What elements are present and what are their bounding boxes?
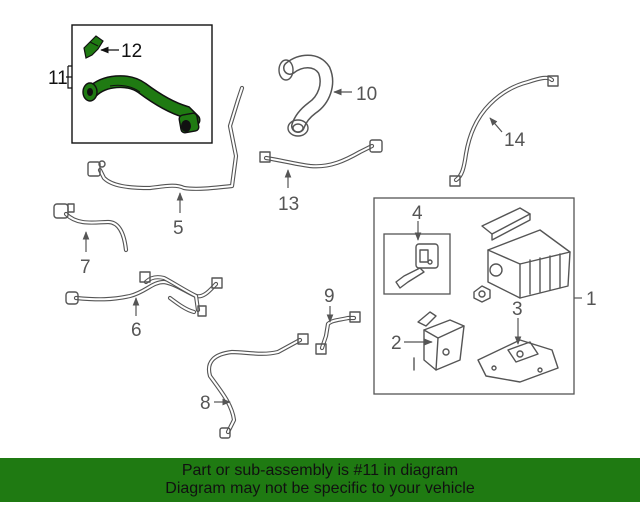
part-4-frame (383, 233, 451, 295)
info-banner: Part or sub-assembly is #11 in diagram D… (0, 458, 640, 502)
callout-13: 13 (278, 194, 299, 215)
callout-1: 1 (586, 289, 597, 310)
part-2-bracket[interactable] (413, 311, 465, 371)
callout-5: 5 (173, 218, 184, 239)
callout-8: 8 (200, 393, 211, 414)
part-11-group[interactable]: 12 (71, 24, 213, 144)
callout-14: 14 (504, 130, 526, 151)
part-4-valve[interactable] (395, 243, 439, 289)
part-10-hose[interactable] (278, 54, 334, 137)
leader-11-bracket (66, 65, 72, 89)
callout-10: 10 (356, 84, 377, 105)
callout-7: 7 (80, 257, 91, 278)
callout-6: 6 (131, 320, 142, 341)
part-13-tube[interactable] (259, 139, 383, 169)
part-1-assembly[interactable]: 4 2 3 (373, 197, 575, 395)
part-8-tube[interactable] (206, 333, 309, 439)
callout-11: 11 (48, 68, 68, 89)
part-5-tube[interactable] (87, 85, 245, 191)
callout-3: 3 (512, 299, 523, 320)
callout-12: 12 (121, 41, 142, 62)
part-6-harness[interactable] (65, 271, 223, 317)
part-12-clip[interactable] (83, 35, 104, 59)
part-7-hose[interactable] (53, 203, 129, 253)
callout-9: 9 (324, 286, 335, 307)
banner-line-2: Diagram may not be specific to your vehi… (165, 480, 475, 497)
callout-4: 4 (412, 203, 423, 224)
part-11-hose[interactable] (82, 75, 201, 134)
canister[interactable] (481, 207, 571, 299)
callout-2: 2 (391, 333, 402, 354)
banner-line-1: Part or sub-assembly is #11 in diagram (181, 462, 459, 479)
nut (473, 285, 491, 303)
part-14-tube[interactable] (449, 75, 559, 187)
part-9-tube[interactable] (315, 311, 361, 355)
leader-14 (489, 117, 503, 133)
